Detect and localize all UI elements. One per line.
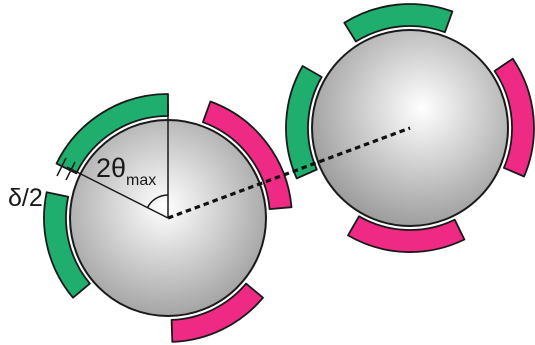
right-patch-attractive-top	[343, 3, 454, 43]
left-patch-repulsive-right	[202, 100, 293, 210]
right-patch-repulsive-right	[493, 57, 535, 178]
angle-label-subscript: max	[126, 172, 156, 189]
offset-tick-outer	[56, 157, 67, 177]
angle-label-main: 2θ	[96, 153, 126, 183]
left-patch-repulsive-bottom	[170, 282, 264, 343]
offset-tick-inner	[65, 161, 76, 181]
right-particle-patches	[285, 3, 535, 253]
left-patch-attractive-lower	[43, 191, 91, 299]
angle-arc	[146, 194, 169, 208]
patch-edge-radius	[66, 166, 169, 219]
right-patch-attractive-left	[285, 65, 323, 180]
right-patch-repulsive-bottom	[347, 215, 466, 253]
patch-offset-label: δ/2	[8, 184, 43, 212]
left-particle-patches	[43, 93, 293, 343]
center-to-center-line	[167, 126, 411, 220]
angle-label: 2θmax	[96, 153, 156, 189]
